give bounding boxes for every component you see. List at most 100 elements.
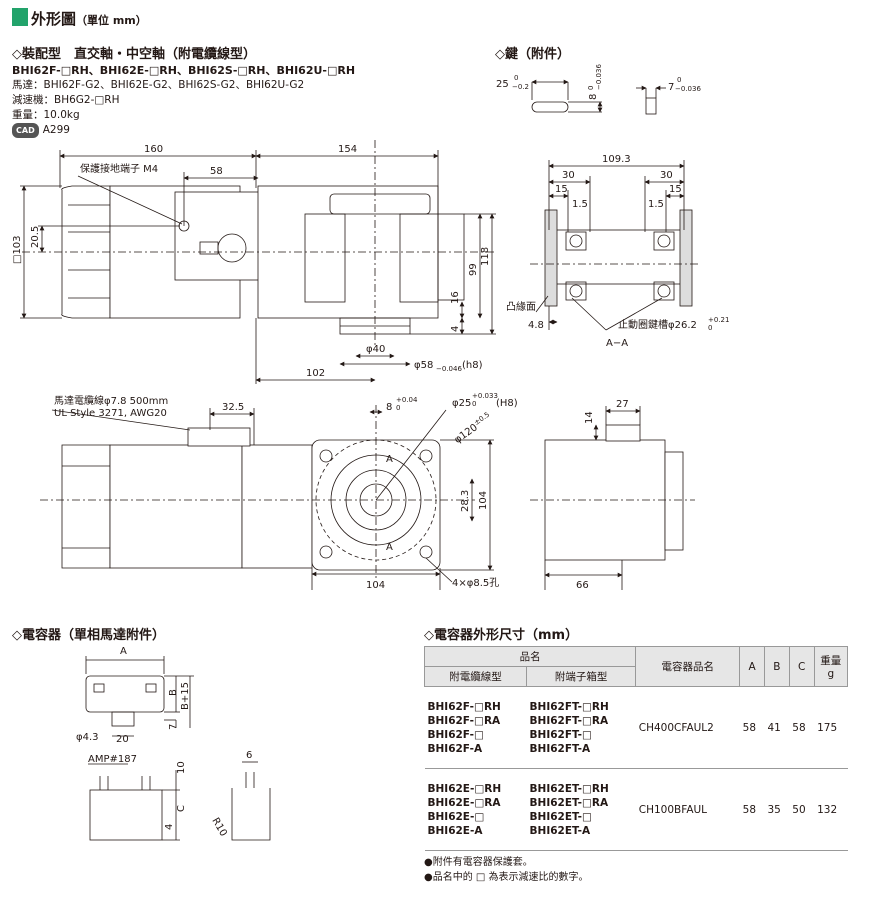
front-view-drawing: [40, 405, 494, 590]
dim-30-a: 30: [562, 170, 575, 181]
ground-label: 保護接地端子 M4: [80, 162, 158, 175]
cable-spec: UL Style 3271, AWG20: [54, 408, 167, 419]
dim-20-5: 20.5: [30, 226, 41, 248]
cap-dim-6: 6: [246, 750, 252, 761]
key-w: 7: [668, 82, 674, 93]
assembly-specs: 馬達：BHI62F-G2、BHI62E-G2、BHI62S-G2、BHI62U-…: [12, 78, 304, 138]
capacitor-drawing: A B B+15 φ4.3 20 7 AMP#187 10 C 4 6 R10: [76, 646, 271, 841]
th-a: A: [739, 646, 765, 687]
cap-name: CH400CFAUL2: [635, 686, 740, 769]
dim-16: 16: [450, 291, 461, 304]
key-len-tol: −0.2: [512, 83, 529, 91]
cap-a: 58: [739, 768, 765, 851]
cap-table-heading: ◇電容器外形尺寸（mm）: [424, 628, 579, 643]
dim-key8-zero: 0: [396, 404, 400, 412]
dim-154: 154: [338, 144, 357, 155]
page-title: 外形圖（單位 mm）: [31, 10, 147, 28]
key-zero-a: 0: [514, 74, 518, 82]
cap-dim-a: A: [120, 646, 127, 657]
dim-27: 27: [616, 399, 629, 410]
cable-label: 馬達電纜線φ7.8 500mm: [54, 394, 168, 407]
key-zero-c: 0: [677, 76, 681, 84]
groove-tol: +0.21: [708, 316, 729, 324]
assembly-models: BHI62F-□RH、BHI62E-□RH、BHI62S-□RH、BHI62U-…: [12, 64, 356, 77]
dim-66: 66: [576, 580, 589, 591]
dim-bore-zero: 0: [472, 400, 476, 408]
assembly-heading: ◇裝配型 直交軸・中空軸（附電纜線型）: [12, 47, 256, 62]
th-c: C: [788, 646, 815, 687]
dim-1-5-b: 1.5: [648, 199, 664, 210]
cap-weight: 175: [814, 686, 848, 769]
th-terminal: 附端子箱型: [526, 666, 637, 687]
gear-spec: 減速機：BH6G2-□RH: [12, 94, 120, 106]
cap-dim-4: 4: [164, 824, 175, 830]
cap-dim-c: C: [176, 805, 187, 812]
dim-bore: φ25: [452, 398, 471, 409]
dim-103: □103: [12, 235, 23, 264]
cap-amp: AMP#187: [88, 754, 137, 765]
th-cable: 附電纜線型: [423, 666, 528, 687]
dim-phi58-tol: −0.046: [436, 365, 462, 373]
dim-104-v: 104: [478, 491, 489, 510]
cap-name: CH100BFAUL: [635, 768, 740, 851]
dim-99: 99: [468, 263, 479, 276]
dim-14: 14: [584, 411, 595, 424]
weight-spec: 重量：10.0kg: [12, 109, 80, 121]
dim-4-8: 4.8: [528, 320, 544, 331]
key-len: 25: [496, 79, 509, 90]
top-view-drawing: [20, 140, 496, 384]
drawing-canvas: 25 0 −0.2 8 0 −0.036 7 0 −0.036 160 154 …: [12, 64, 729, 591]
cap-dim-20: 20: [116, 734, 129, 745]
dim-30-b: 30: [660, 170, 673, 181]
title-accent-block: [12, 8, 28, 26]
dim-109-3: 109.3: [602, 154, 631, 165]
cad-code: A299: [42, 124, 70, 136]
th-capname: 電容器品名: [635, 646, 741, 687]
a-mark-top: A: [386, 454, 393, 465]
cap-dim-phi43: φ4.3: [76, 732, 99, 743]
cap-dim-b15: B+15: [180, 682, 191, 710]
motor-spec: 馬達：BHI62F-G2、BHI62E-G2、BHI62S-G2、BHI62U-…: [12, 79, 305, 91]
cap-dim-7: 7: [168, 724, 179, 730]
note-2: ●品名中的 □ 為表示減速比的數字。: [424, 872, 589, 883]
dim-pcd-tol: ±0.5: [473, 411, 492, 427]
dim-28-3: 28.3: [460, 490, 471, 512]
cap-c: 58: [789, 686, 815, 769]
cap-c: 50: [789, 768, 815, 851]
dim-102: 102: [306, 368, 325, 379]
dim-key8-tol: +0.04: [396, 396, 418, 404]
key-w-tol: −0.036: [675, 85, 701, 93]
dim-160: 160: [144, 144, 163, 155]
cap-weight: 132: [814, 768, 848, 851]
section-label: A−A: [606, 338, 628, 349]
th-pinming: 品名: [423, 646, 637, 667]
cap-a: 58: [739, 686, 765, 769]
key-zero-b: 0: [587, 86, 595, 90]
cap-b: 35: [764, 768, 790, 851]
dim-4: 4: [450, 326, 461, 332]
groove-zero: 0: [708, 324, 712, 332]
cap-dim-b: B: [168, 689, 179, 696]
cap-dim-r10: R10: [209, 816, 228, 839]
dim-58: 58: [210, 166, 223, 177]
key-h-tol: −0.036: [595, 64, 603, 90]
key-h: 8: [588, 94, 599, 100]
table-notes: ●附件有電容器保護套。 ●品名中的 □ 為表示減速比的數字。: [424, 855, 848, 885]
cap-dim-10: 10: [176, 761, 187, 774]
holes-label: 4×φ8.5孔: [452, 577, 499, 589]
side-view-drawing: [530, 406, 695, 590]
dim-32-5: 32.5: [222, 402, 244, 413]
dim-1-5-a: 1.5: [572, 199, 588, 210]
dim-phi58-fit: (h8): [462, 360, 483, 371]
dim-key8: 8: [386, 402, 392, 413]
dim-118: 118: [480, 247, 491, 266]
dim-15-a: 15: [555, 184, 568, 195]
